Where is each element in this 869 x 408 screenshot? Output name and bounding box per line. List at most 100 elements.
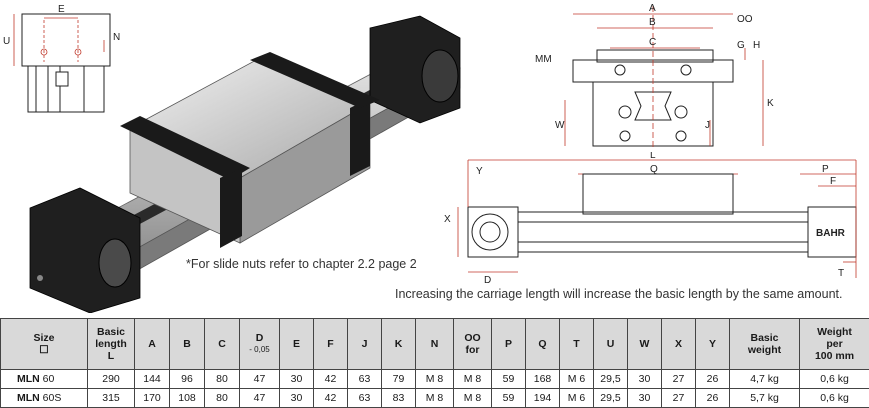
column-header-text: X [674,338,682,350]
label-x: X [444,214,451,225]
table-cell: 42 [313,369,348,389]
column-header: B [169,318,205,370]
column-header-text: ☐ [39,344,49,356]
column-header-text: Basic [750,332,779,344]
label-f: F [830,176,836,187]
column-header: K [381,318,416,370]
label-t: T [838,268,844,279]
table-cell: 0,6 kg [799,388,869,408]
table-cell: 59 [491,369,526,389]
table-cell: 30 [279,388,314,408]
bahr-logo: BAHR [816,228,846,239]
column-header-text: K [394,338,403,350]
column-header: Size☐ [0,318,88,370]
table-cell: 30 [627,369,662,389]
table-cell: 194 [525,388,560,408]
column-header-text: P [504,338,512,350]
label-l: L [650,152,656,161]
table-cell: 42 [313,388,348,408]
product-rendering-svg [29,15,461,313]
column-header: N [415,318,454,370]
column-header: T [559,318,594,370]
table-cell: 63 [347,388,382,408]
column-header-text: for [465,344,480,356]
table-cell: 30 [279,369,314,389]
column-header-text: T [573,338,580,350]
label-d: D [484,275,491,286]
table-cell: 80 [204,388,240,408]
end-view-svg: A B C OO G H MM K W J [535,3,774,150]
column-header: F [313,318,348,370]
table-cell: 79 [381,369,416,389]
column-header: D- 0,05 [239,318,280,370]
table-cell: M 8 [453,369,492,389]
column-header-text: J [361,338,368,350]
column-header-subtext: - 0,05 [249,345,270,354]
column-header-text: U [606,338,615,350]
side-view-svg: L Q P F Y X D T BAHR [444,152,857,286]
column-header-text: Size [33,332,55,344]
column-header: Y [695,318,730,370]
label-g: G [737,40,745,51]
table-cell: M 8 [415,369,454,389]
model-name: MLN [17,392,40,404]
label-y: Y [476,166,483,177]
column-header-text: Y [708,338,716,350]
table-cell: 0,6 kg [799,369,869,389]
column-header-text: L [107,350,115,362]
table-cell: 26 [695,369,730,389]
end-view-drawing: A B C OO G H MM K W J [525,0,805,152]
table-cell: 108 [169,388,205,408]
column-header: W [627,318,662,370]
table-cell: 29,5 [593,388,628,408]
table-cell: 4,7 kg [729,369,800,389]
column-header: X [661,318,696,370]
column-header: A [134,318,170,370]
side-view-drawing: L Q P F Y X D T BAHR [438,152,868,286]
column-header-text: Basic [96,326,126,338]
column-header-text: A [148,338,156,350]
carriage-length-caption: Increasing the carriage length will incr… [395,287,843,301]
label-e: E [58,4,65,15]
table-cell: 290 [87,369,135,389]
column-header: J [347,318,382,370]
column-header: C [204,318,240,370]
column-header: Q [525,318,560,370]
column-header-text: 100 mm [814,350,855,362]
label-c: C [649,37,656,48]
label-oo: OO [737,14,753,25]
column-header-text: N [430,338,439,350]
size-cell: MLN 60 [0,369,88,389]
column-header-text: F [327,338,334,350]
table-cell: 315 [87,388,135,408]
column-header-text: length [95,338,127,350]
column-header-text: weight [747,344,782,356]
size-value: 60S [42,392,62,404]
label-p: P [822,164,829,175]
table-cell: 59 [491,388,526,408]
column-header: P [491,318,526,370]
column-header-text: E [292,338,300,350]
label-b: B [649,17,656,28]
table-cell: 26 [695,388,730,408]
table-cell: 83 [381,388,416,408]
table-cell: 168 [525,369,560,389]
label-n: N [113,32,120,43]
column-header-text: Weight [817,326,852,338]
table-cell: 80 [204,369,240,389]
column-header-text: B [183,338,191,350]
label-h: H [753,40,760,51]
product-rendering [20,8,500,313]
table-cell: M 8 [415,388,454,408]
column-header-text: per [826,338,843,350]
column-header-text: Q [538,338,547,350]
column-header-text: W [639,338,650,350]
size-value: 60 [42,373,55,385]
table-cell: 29,5 [593,369,628,389]
column-header: E [279,318,314,370]
